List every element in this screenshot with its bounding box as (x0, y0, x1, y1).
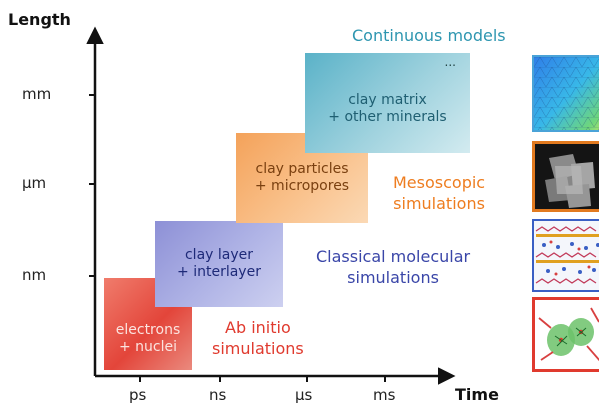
thumbnail-molecular-layers (532, 219, 599, 292)
box-electrons-line2: + nuclei (118, 339, 178, 355)
box-clay-layer-line1: clay layer (184, 246, 254, 263)
y-tick-label-um: μm (22, 174, 47, 192)
box-electrons-line1: electrons (115, 321, 181, 338)
region-ab-initio-line2: simulations (212, 338, 304, 358)
region-mesoscopic-line1: Mesoscopic (393, 173, 486, 192)
region-classical-molecular: Classical molecular simulations (316, 247, 470, 289)
box-clay-layer: clay layer + interlayer (155, 221, 283, 307)
x-tick-label-ns: ns (209, 386, 227, 404)
box-clay-matrix: clay matrix + other minerals ... (305, 53, 470, 153)
electron-density-image (535, 300, 599, 369)
x-tick-label-ps: ps (129, 386, 147, 404)
box-clay-matrix-line2: + other minerals (328, 109, 447, 125)
x-axis-title: Time (455, 385, 499, 404)
box-clay-matrix-ellipsis: ... (444, 55, 456, 69)
y-axis-title: Length (8, 10, 71, 29)
continuum-mesh-image (534, 57, 599, 130)
region-ab-initio: Ab initio simulations (212, 318, 304, 360)
region-classical-line1: Classical molecular (316, 247, 471, 266)
box-clay-particles-line1: clay particles (255, 160, 349, 177)
particle-aggregate-image (535, 144, 599, 209)
x-tick-label-ms: ms (373, 386, 396, 404)
y-tick-label-mm: mm (22, 85, 52, 103)
molecular-layers-image (535, 226, 599, 284)
region-ab-initio-line1: Ab initio (225, 318, 291, 337)
y-tick-label-nm: nm (22, 266, 47, 284)
x-tick-label-us: μs (295, 386, 313, 404)
region-continuous-line1: Continuous models (352, 26, 506, 45)
region-mesoscopic-line2: simulations (393, 193, 485, 213)
box-clay-matrix-line1: clay matrix (348, 91, 427, 108)
thumbnail-continuum-mesh (532, 55, 599, 132)
thumbnail-electron-density (532, 297, 599, 372)
region-classical-line2: simulations (347, 267, 439, 287)
region-continuous-models: Continuous models (352, 26, 506, 47)
box-clay-layer-line2: + interlayer (177, 264, 261, 280)
region-mesoscopic: Mesoscopic simulations (393, 173, 485, 215)
thumbnail-particle-aggregate (532, 141, 599, 212)
box-clay-particles-line2: + micropores (254, 178, 350, 194)
